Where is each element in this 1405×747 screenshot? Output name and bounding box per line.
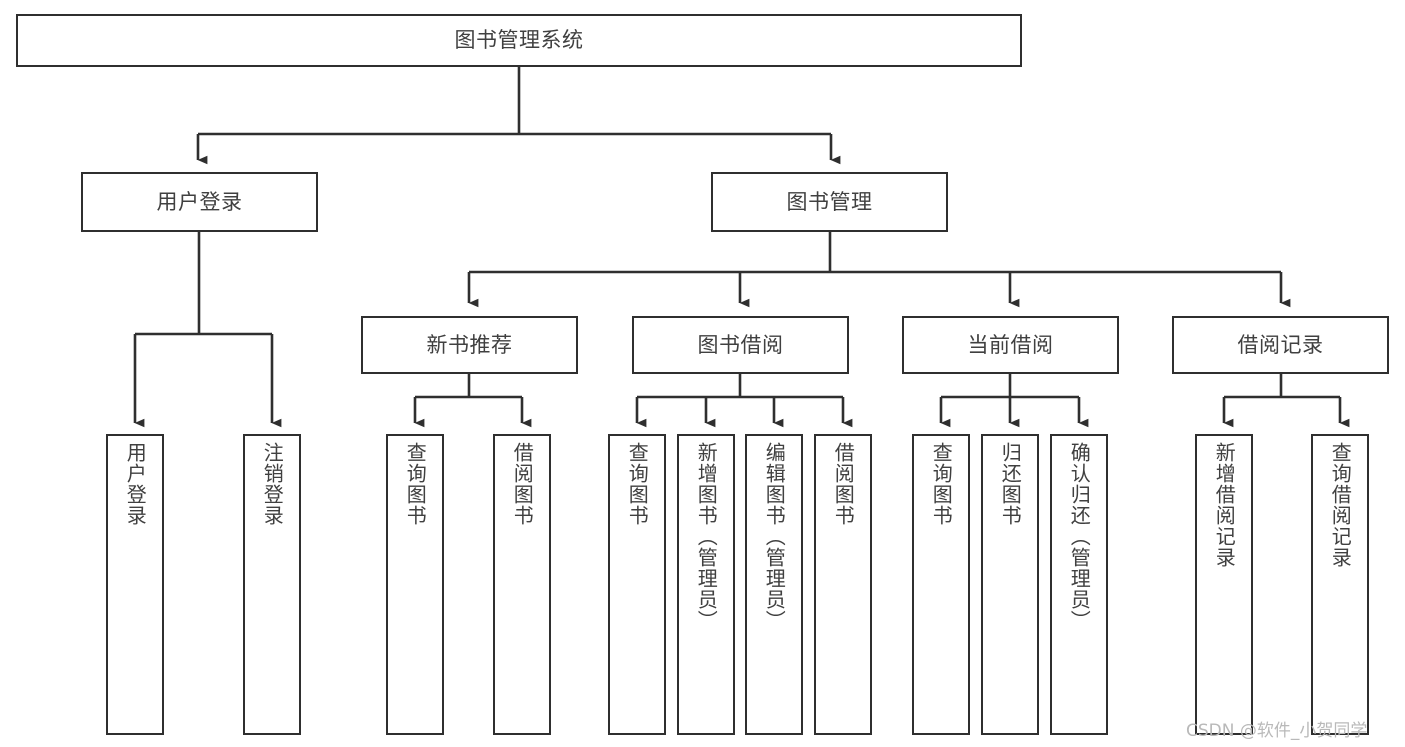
node-leaf-add-record-label: 新增借阅记录	[1212, 442, 1237, 568]
node-leaf-add-book[interactable]: 新增图书（管理员）	[677, 434, 735, 735]
node-leaf-edit-book-label: 编辑图书（管理员）	[762, 442, 787, 631]
node-leaf-edit-book[interactable]: 编辑图书（管理员）	[745, 434, 803, 735]
node-book-manage-label: 图书管理	[786, 189, 873, 214]
node-root[interactable]: 图书管理系统	[16, 14, 1022, 67]
node-leaf-borrow-book-2-label: 借阅图书	[831, 442, 856, 526]
node-user-login[interactable]: 用户登录	[81, 172, 318, 232]
node-leaf-user-login-label: 用户登录	[123, 442, 148, 526]
node-leaf-query-book-2-label: 查询图书	[625, 442, 650, 526]
node-current-borrow-label: 当前借阅	[967, 332, 1054, 357]
node-leaf-logout-login[interactable]: 注销登录	[243, 434, 301, 735]
csdn-watermark: CSDN @软件_小贺同学	[1186, 721, 1368, 741]
node-leaf-borrow-book-1[interactable]: 借阅图书	[493, 434, 551, 735]
node-borrow-record[interactable]: 借阅记录	[1172, 316, 1389, 374]
node-leaf-borrow-book-2[interactable]: 借阅图书	[814, 434, 872, 735]
node-leaf-query-book-3-label: 查询图书	[929, 442, 954, 526]
node-leaf-confirm-return[interactable]: 确认归还（管理员）	[1050, 434, 1108, 735]
node-leaf-confirm-return-label: 确认归还（管理员）	[1067, 442, 1092, 631]
node-leaf-borrow-book-1-label: 借阅图书	[510, 442, 535, 526]
node-leaf-query-book-3[interactable]: 查询图书	[912, 434, 970, 735]
node-current-borrow[interactable]: 当前借阅	[902, 316, 1119, 374]
node-book-borrow[interactable]: 图书借阅	[632, 316, 849, 374]
node-root-label: 图书管理系统	[454, 28, 584, 53]
node-leaf-add-record[interactable]: 新增借阅记录	[1195, 434, 1253, 735]
node-leaf-query-book-1[interactable]: 查询图书	[386, 434, 444, 735]
node-leaf-query-record[interactable]: 查询借阅记录	[1311, 434, 1369, 735]
node-book-borrow-label: 图书借阅	[697, 332, 784, 357]
node-leaf-return-book-label: 归还图书	[998, 442, 1023, 526]
node-borrow-record-label: 借阅记录	[1237, 332, 1324, 357]
node-leaf-query-book-2[interactable]: 查询图书	[608, 434, 666, 735]
node-new-book-recommend-label: 新书推荐	[426, 332, 513, 357]
node-leaf-logout-login-label: 注销登录	[260, 442, 285, 526]
node-new-book-recommend[interactable]: 新书推荐	[361, 316, 578, 374]
node-leaf-query-record-label: 查询借阅记录	[1328, 442, 1353, 568]
node-leaf-add-book-label: 新增图书（管理员）	[694, 442, 719, 631]
node-user-login-label: 用户登录	[156, 189, 243, 214]
node-leaf-return-book[interactable]: 归还图书	[981, 434, 1039, 735]
node-book-manage[interactable]: 图书管理	[711, 172, 948, 232]
node-leaf-user-login[interactable]: 用户登录	[106, 434, 164, 735]
node-leaf-query-book-1-label: 查询图书	[403, 442, 428, 526]
